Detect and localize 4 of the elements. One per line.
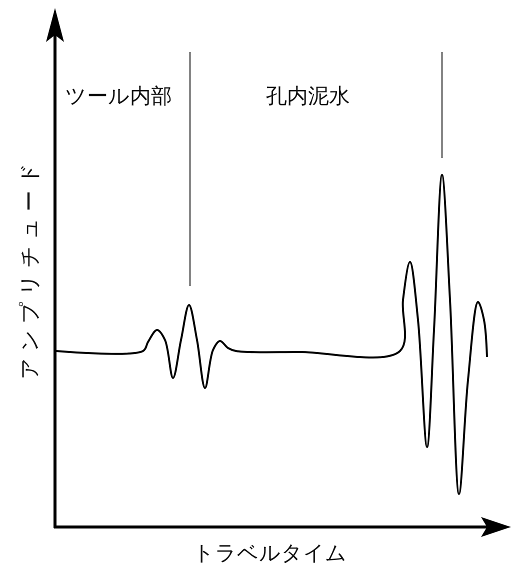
- region-label: ツール内部: [65, 86, 172, 107]
- axis-title: アンプリチュード: [20, 156, 40, 380]
- region-label: 孔内泥水: [266, 86, 350, 107]
- axis-title: トラベルタイム: [193, 543, 347, 564]
